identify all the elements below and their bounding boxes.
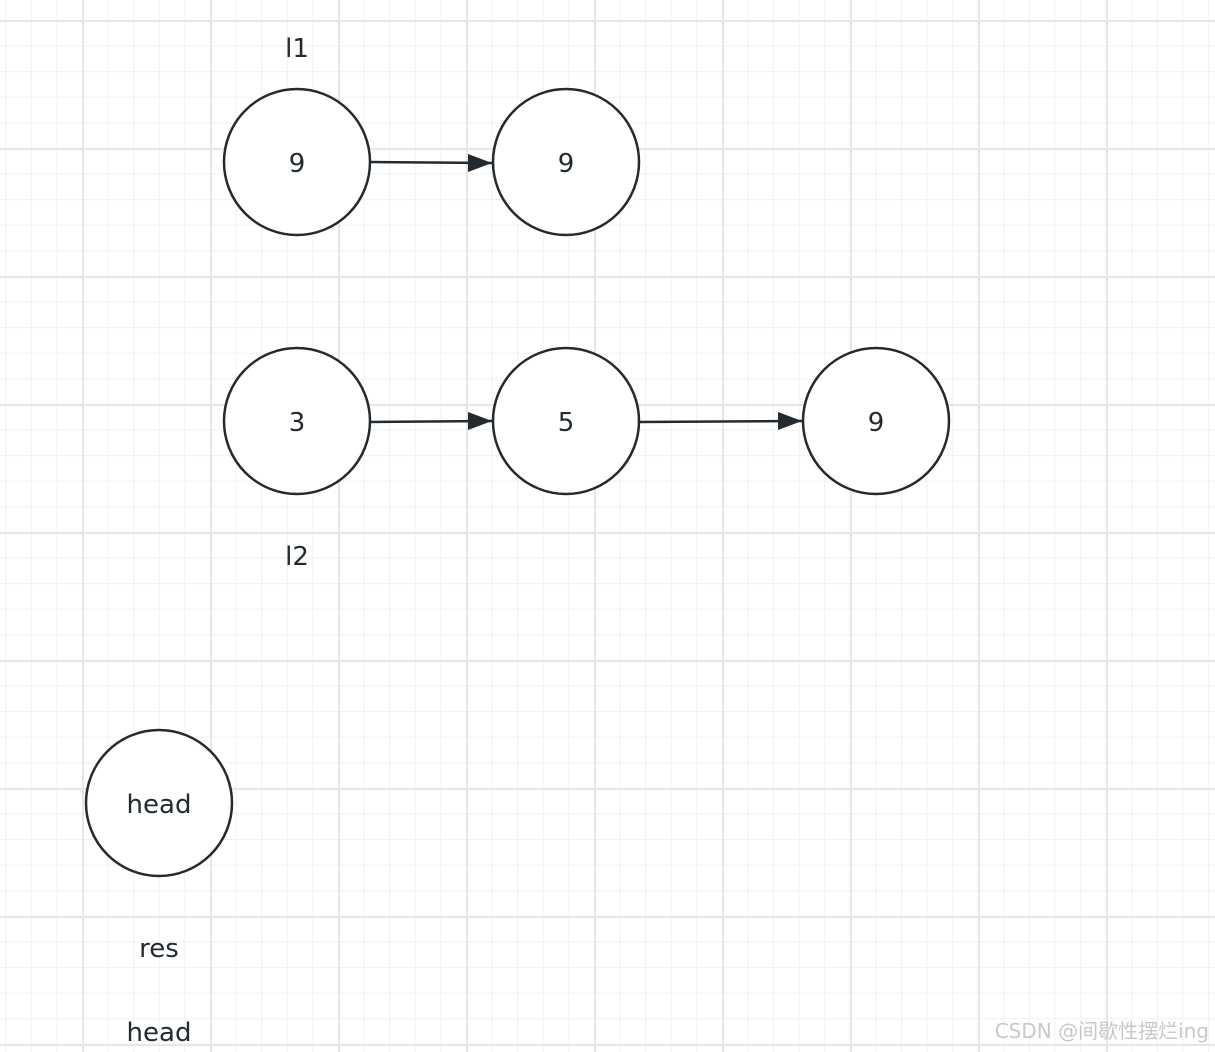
node-value: 3 [289,408,306,438]
node-value: 9 [558,149,575,179]
label-l1: l1 [285,34,309,64]
arrowhead-icon [468,412,492,430]
node-circle [222,346,372,496]
label-res: res [139,934,179,964]
node-circle [222,87,372,237]
head-node[interactable]: head [84,728,234,878]
node-circle [491,346,641,496]
label-l2: l2 [285,542,309,572]
node-circle [801,346,951,496]
l2-node-2[interactable]: 5 [491,346,641,496]
node-value: 9 [289,149,306,179]
node-value: 5 [558,408,575,438]
node-circle [84,728,234,878]
watermark: CSDN @间歇性摆烂ing [994,1019,1209,1043]
node-value: head [127,790,192,820]
l1-node-1[interactable]: 9 [222,87,372,237]
l2-node-1[interactable]: 3 [222,346,372,496]
edge-l2-2-to-3 [639,419,803,424]
arrowhead-icon [778,412,802,430]
l1-node-2[interactable]: 9 [491,87,641,237]
arrowhead-icon [468,154,492,172]
node-circle [491,87,641,237]
label-head: head [127,1018,192,1048]
node-value: 9 [868,408,885,438]
l2-node-3[interactable]: 9 [801,346,951,496]
